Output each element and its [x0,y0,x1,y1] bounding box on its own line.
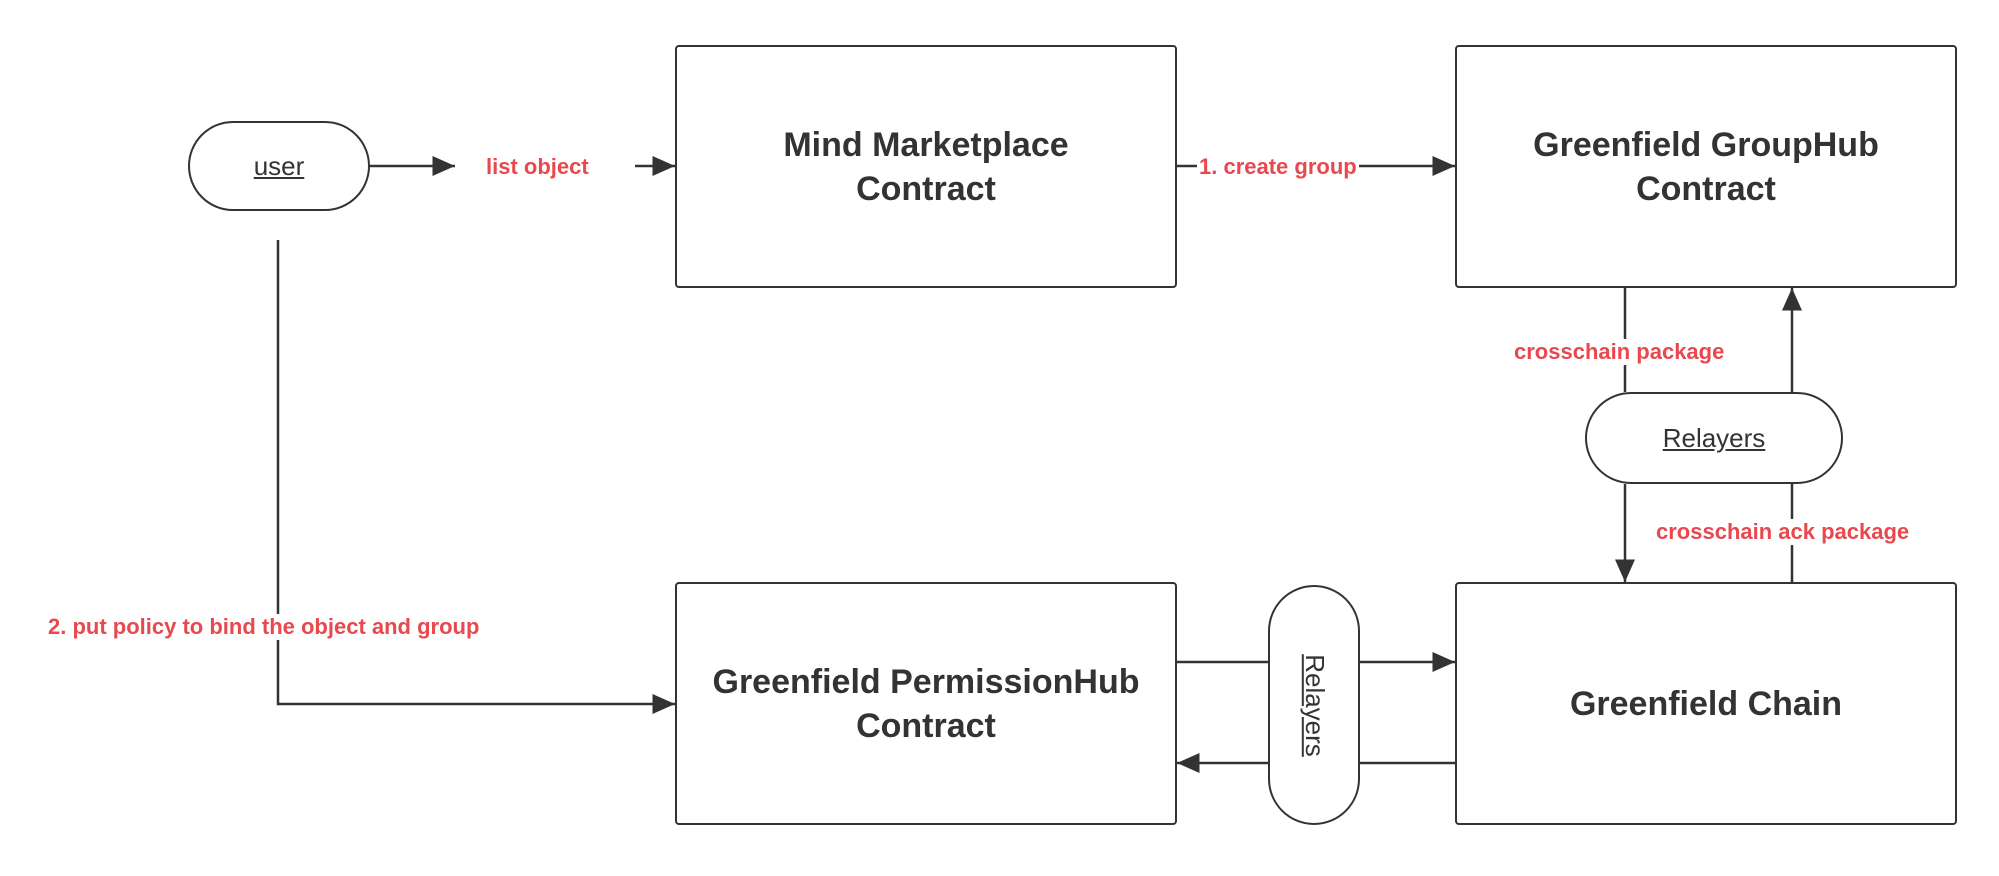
relayers-top-node: Relayers [1585,392,1843,484]
edge-put-policy [276,240,675,714]
permissionhub-contract-box: Greenfield PermissionHub Contract [675,582,1177,825]
put-policy-label: 2. put policy to bind the object and gro… [46,614,482,640]
crosschain-ack-package-label: crosschain ack package [1654,519,1912,545]
relayers-top-label: Relayers [1662,422,1766,453]
relayers-bottom-label: Relayers [1299,653,1330,757]
grouphub-title: Greenfield GroupHub Contract [1533,125,1879,208]
create-group-label: 1. create group [1197,154,1359,180]
mind-marketplace-contract-box: Mind Marketplace Contract [675,45,1177,288]
greenfield-chain-title: Greenfield Chain [1569,684,1843,723]
greenfield-chain-box: Greenfield Chain [1455,582,1957,825]
crosschain-package-label: crosschain package [1512,339,1727,365]
list-object-label: list object [484,154,591,180]
mind-marketplace-title: Mind Marketplace Contract [783,125,1069,208]
user-label: user [253,150,305,181]
relayers-bottom-node: Relayers [1268,585,1360,825]
user-node: user [188,121,370,211]
grouphub-contract-box: Greenfield GroupHub Contract [1455,45,1957,288]
permissionhub-title: Greenfield PermissionHub Contract [712,662,1140,745]
